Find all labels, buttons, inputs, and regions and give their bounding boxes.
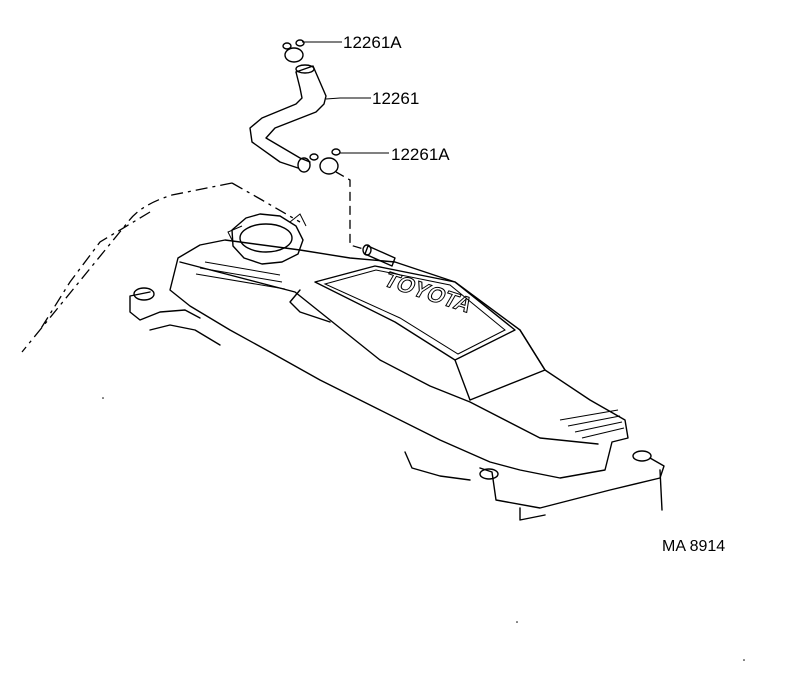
- oil-filler-cap: [227, 213, 307, 265]
- upper-hose-clamp: [282, 39, 305, 63]
- assembly-guide-line: [335, 171, 368, 251]
- pcv-nipple: [362, 244, 396, 267]
- callout-clamp-upper-label: 12261A: [343, 33, 402, 52]
- callout-leader-lines: [302, 41, 389, 154]
- speck: [516, 621, 518, 623]
- ventilation-hose: [249, 64, 327, 173]
- lower-hose-clamp: [309, 148, 341, 175]
- speck: [102, 397, 104, 399]
- callout-hose-label: 12261: [372, 89, 420, 108]
- cylinder-head-cover: [129, 239, 665, 521]
- callout-clamp-lower-label: 12261A: [391, 145, 450, 164]
- engine-phantom-outline: [21, 182, 301, 353]
- cover-logo-text: TOYOTA: [379, 267, 477, 317]
- speck: [743, 659, 745, 661]
- illustration-code: MA 8914: [662, 538, 726, 555]
